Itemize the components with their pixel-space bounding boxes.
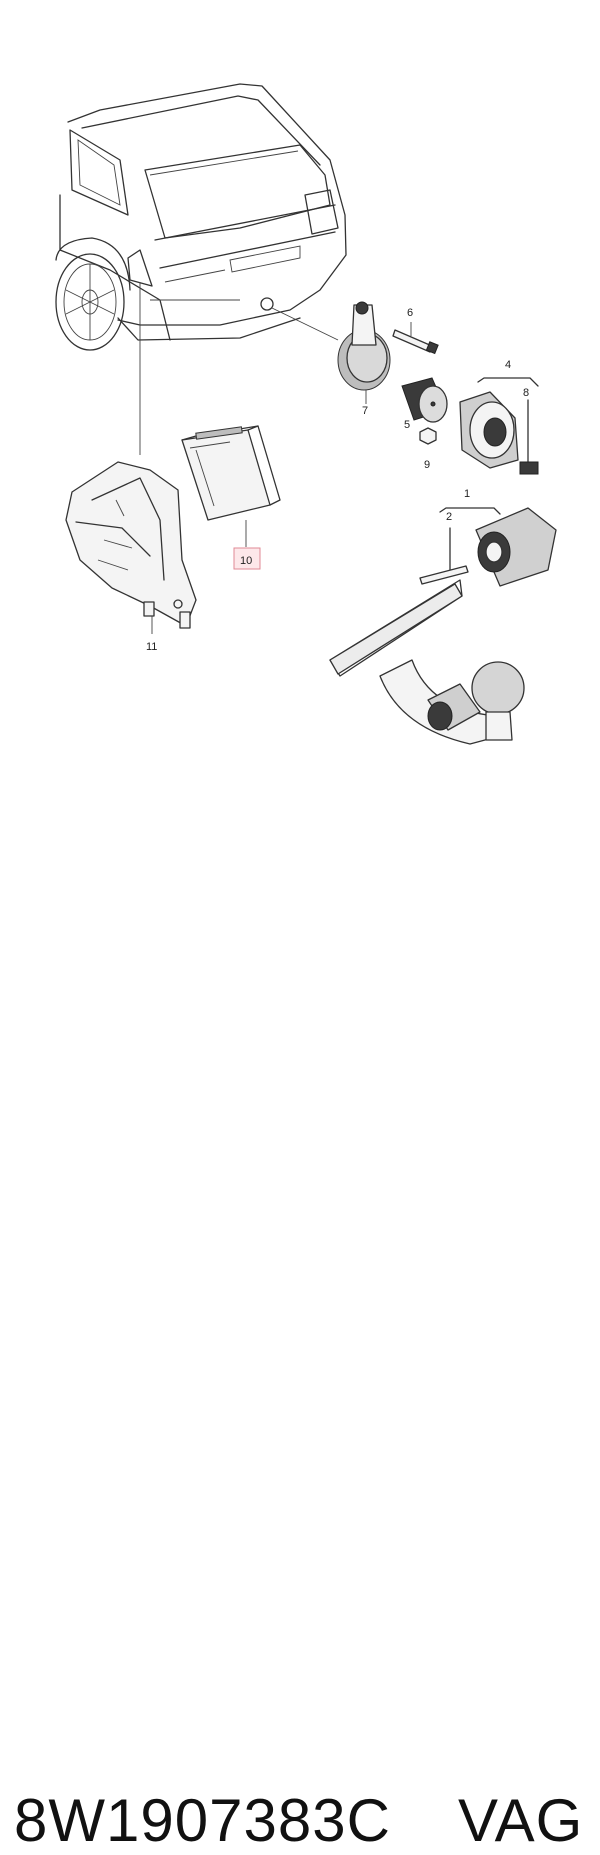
socket-insert-part-5 [401, 377, 448, 423]
nut-part-9 [419, 427, 437, 445]
leader-line [271, 307, 339, 341]
highlighted-callout-box [233, 547, 261, 570]
control-unit-part-10 [181, 425, 281, 521]
callout-7: 7 [362, 405, 368, 417]
bolt-part-8 [519, 399, 539, 475]
pin-part-2 [419, 527, 469, 585]
footer: 8W1907383C VAG [0, 890, 600, 1854]
socket-cover-part-7 [337, 301, 391, 391]
vehicle-rear-illustration [55, 83, 347, 351]
callout-10: 10 [240, 555, 252, 567]
tow-hitch-assembly-part-1 [329, 507, 557, 745]
callout-6: 6 [407, 307, 413, 319]
pin-part-6 [392, 329, 439, 355]
callout-4: 4 [505, 359, 511, 371]
callout-2: 2 [446, 511, 452, 523]
callout-5: 5 [404, 419, 410, 431]
brand-label: VAG [458, 1787, 584, 1854]
callout-1: 1 [464, 488, 470, 500]
part-number: 8W1907383C [14, 1787, 391, 1854]
socket-housing-part-4 [459, 377, 539, 469]
bracket-part-11 [65, 461, 197, 629]
parts-diagram: 6 7 5 4 8 9 1 2 10 11 [55, 83, 557, 745]
callout-8: 8 [523, 387, 529, 399]
callout-11: 11 [146, 641, 157, 653]
callout-9: 9 [424, 459, 430, 471]
